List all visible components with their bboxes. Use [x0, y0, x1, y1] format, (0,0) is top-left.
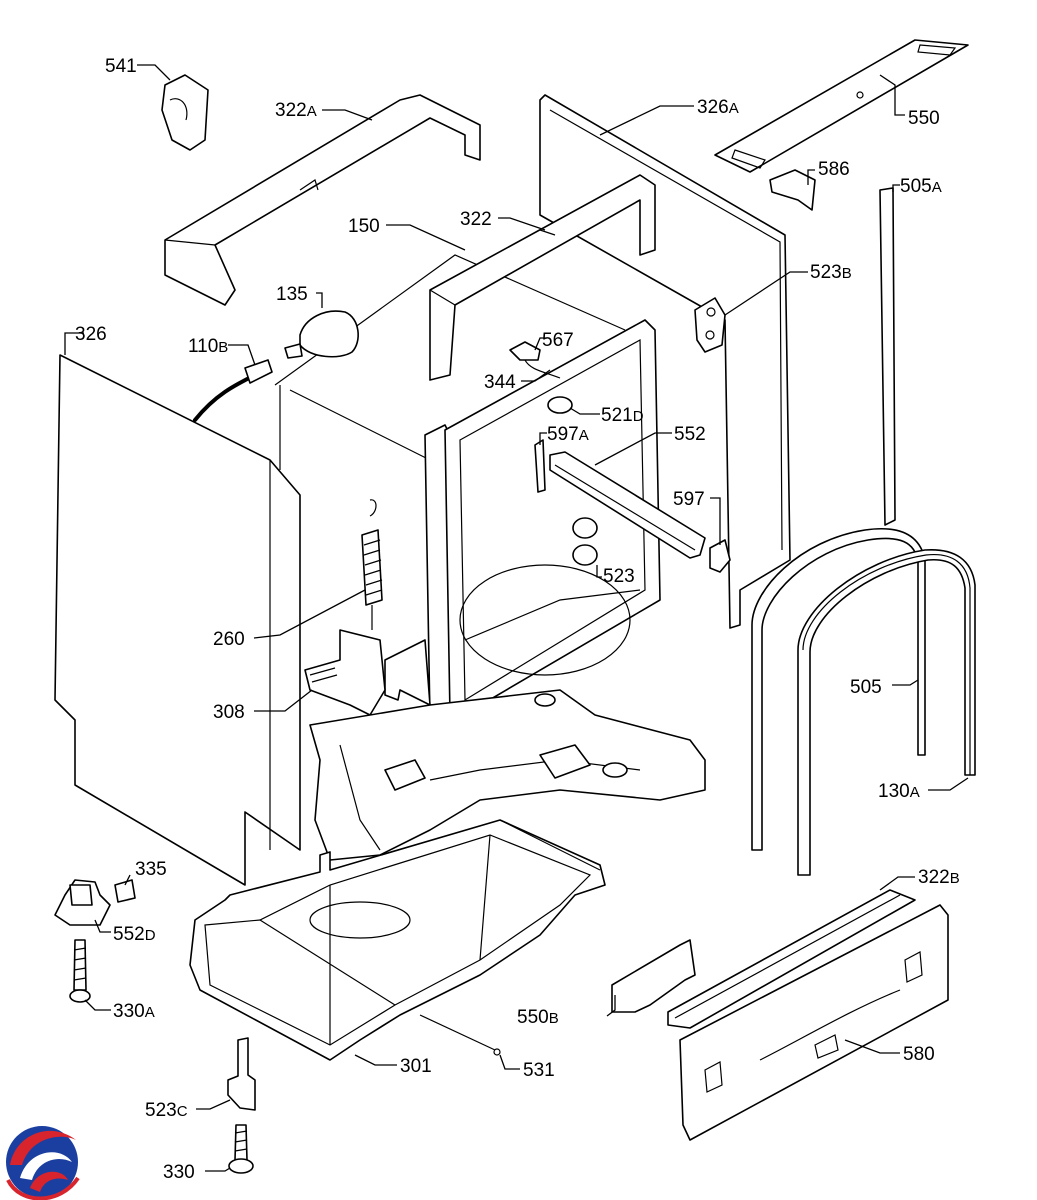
label-586: 586	[818, 159, 850, 180]
label-326A: 326A	[697, 97, 739, 118]
tub-frame	[384, 319, 661, 721]
screw-330A	[69, 939, 91, 1003]
label-326: 326	[75, 324, 107, 345]
label-523: 523	[603, 566, 635, 587]
seal-505	[751, 528, 926, 851]
label-301: 301	[400, 1056, 432, 1077]
label-597: 597	[673, 489, 705, 510]
grommets-523	[572, 517, 598, 566]
ring-521D	[547, 396, 573, 414]
label-505A: 505A	[900, 176, 942, 197]
label-322A: 322A	[275, 100, 317, 121]
label-521D: 521D	[601, 405, 644, 426]
clip-597	[709, 539, 731, 573]
label-550B: 550B	[517, 1007, 559, 1028]
label-130A: 130A	[878, 781, 920, 802]
rod-531	[419, 1014, 501, 1056]
label-322B: 322B	[918, 867, 960, 888]
side-panel-326A	[539, 94, 791, 629]
label-550: 550	[908, 108, 940, 129]
label-531: 531	[523, 1060, 555, 1081]
screw-330	[228, 1124, 254, 1174]
cap-135	[284, 310, 359, 359]
bracket-550B	[611, 939, 696, 1013]
label-330A: 330A	[113, 1001, 155, 1022]
label-308: 308	[213, 702, 245, 723]
label-505: 505	[850, 677, 882, 698]
top-bracket-322A	[164, 94, 481, 306]
plinth-580	[679, 904, 949, 1141]
hose-110B	[193, 359, 273, 422]
label-580: 580	[903, 1044, 935, 1065]
strip-322B	[667, 889, 916, 1029]
label-597A: 597A	[547, 424, 589, 445]
label-110B: 110B	[188, 336, 228, 357]
clip-541	[161, 74, 209, 151]
base-tray-301	[189, 819, 606, 1061]
label-567: 567	[542, 330, 574, 351]
label-552: 552	[674, 424, 706, 445]
label-150: 150	[348, 216, 380, 237]
brand-logo	[6, 1126, 80, 1200]
seal-strip-505A	[879, 187, 896, 526]
grommet-523B	[694, 297, 726, 353]
spring-260	[361, 499, 383, 630]
bracket-523C	[227, 1037, 256, 1111]
label-335: 335	[135, 859, 167, 880]
pump-552D	[54, 879, 111, 926]
hinge-308	[304, 629, 386, 716]
label-135: 135	[276, 284, 308, 305]
bracket-586	[769, 169, 816, 211]
label-330: 330	[163, 1162, 195, 1183]
label-523B: 523B	[810, 262, 852, 283]
base-frame	[309, 689, 706, 861]
leader-lines	[64, 64, 969, 1172]
gear-335	[114, 879, 136, 903]
top-rail-550	[714, 39, 969, 173]
label-344: 344	[484, 372, 516, 393]
label-541: 541	[105, 56, 137, 77]
part-labels: 541 322A 326A 550 586 505A 150 322 135 5…	[75, 56, 960, 1183]
seal-130A	[797, 549, 976, 876]
label-322: 322	[460, 209, 492, 230]
label-523C: 523C	[145, 1100, 188, 1121]
clip-567	[509, 341, 561, 379]
side-panel-326	[54, 354, 301, 886]
label-552D: 552D	[113, 924, 156, 945]
top-crossbar-322	[429, 174, 656, 381]
label-260: 260	[213, 629, 245, 650]
guide-rail-552	[549, 451, 706, 559]
